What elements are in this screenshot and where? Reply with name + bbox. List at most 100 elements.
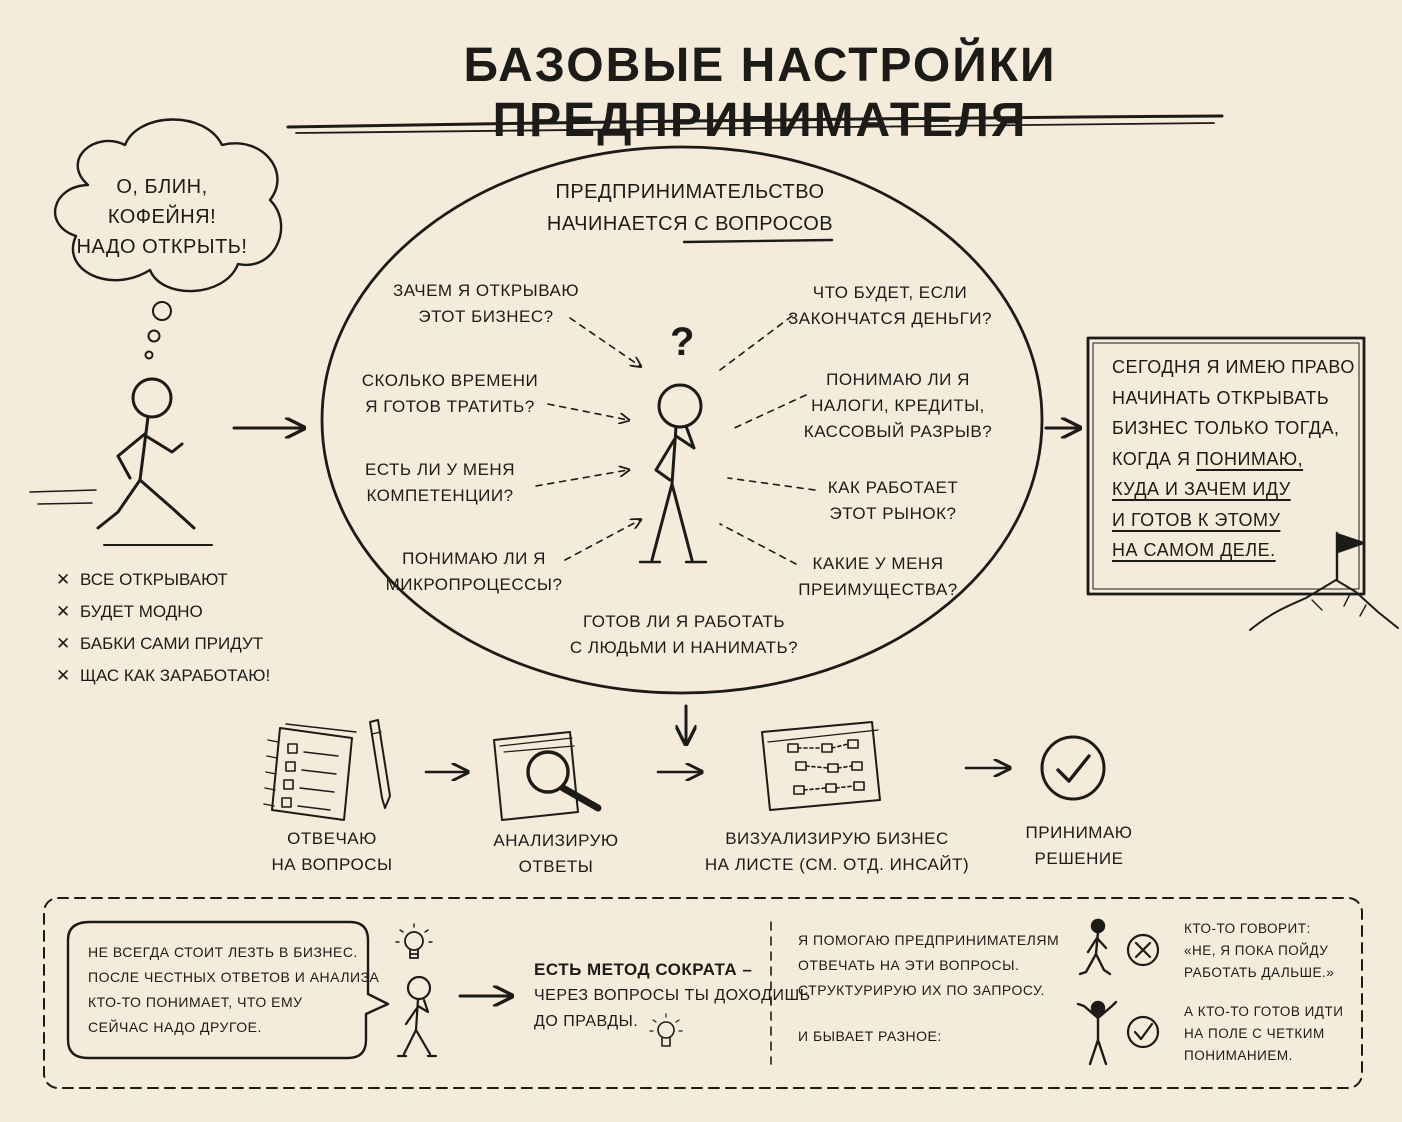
cross-icon: ✕ xyxy=(56,634,71,653)
cross-icon: ✕ xyxy=(56,666,71,685)
conclusion-line: И ГОТОВ К ЭТОМУ xyxy=(1112,505,1372,536)
question-line: ПРЕИМУЩЕСТВА? xyxy=(798,580,958,599)
cross-icon: ✕ xyxy=(56,570,71,589)
question-line: КАКИЕ У МЕНЯ xyxy=(812,554,944,573)
question-advantages: КАКИЕ У МЕНЯ ПРЕИМУЩЕСТВА? xyxy=(778,551,978,603)
conclusion-line: КУДА И ЗАЧЕМ ИДУ xyxy=(1112,474,1372,505)
questions-title-line2: НАЧИНАЕТСЯ С ВОПРОСОВ xyxy=(520,208,860,240)
questions-title-line1: ПРЕДПРИНИМАТЕЛЬСТВО xyxy=(555,181,825,203)
questions-title-word: НАЧИНАЕТСЯ xyxy=(546,213,689,235)
step-analyze-answers: АНАЛИЗИРУЮ ОТВЕТЫ xyxy=(474,828,638,880)
question-line: НАЛОГИ, КРЕДИТЫ, xyxy=(811,396,985,415)
walking-away-man xyxy=(1078,918,1112,976)
conclusion-plain: КОГДА Я xyxy=(1112,448,1197,469)
speech-line: НЕ ВСЕГДА СТОИТ ЛЕЗТЬ В БИЗНЕС. xyxy=(88,944,358,960)
speech-line: ПОСЛЕ ЧЕСТНЫХ ОТВЕТОВ И АНАЛИЗА xyxy=(88,969,380,985)
decision-check-icon xyxy=(1040,735,1106,801)
thought-line: О, БЛИН, xyxy=(116,176,208,198)
step-line: ВИЗУАЛИЗИРУЮ БИЗНЕС xyxy=(725,829,949,848)
speech-line: СЕЙЧАС НАДО ДРУГОЕ. xyxy=(88,1019,262,1035)
question-rays xyxy=(535,315,816,565)
check-circle-icon xyxy=(1126,1015,1160,1049)
running-man xyxy=(29,377,213,546)
outcome-line: А КТО-ТО ГОТОВ ИДТИ xyxy=(1184,1004,1344,1019)
step-line: РЕШЕНИЕ xyxy=(1034,849,1124,868)
thought-bubble-text: О, БЛИН, КОФЕЙНЯ! НАДО ОТКРЫТЬ! xyxy=(62,172,262,262)
step-line: ОТВЕТЫ xyxy=(518,857,594,876)
question-line: СКОЛЬКО ВРЕМЕНИ xyxy=(361,371,539,390)
step-visualize-business: ВИЗУАЛИЗИРУЮ БИЗНЕС НА ЛИСТЕ (СМ. ОТД. И… xyxy=(692,826,982,878)
thought-bubbles xyxy=(144,301,172,360)
step-answer-questions: ОТВЕЧАЮ НА ВОПРОСЫ xyxy=(252,826,412,878)
question-line: ЭТОТ РЫНОК? xyxy=(829,504,957,523)
socrat-line: ЧЕРЕЗ ВОПРОСЫ ТЫ ДОХОДИШЬ xyxy=(534,987,811,1004)
question-line: ГОТОВ ЛИ Я РАБОТАТЬ xyxy=(582,612,786,631)
myth-item: ✕ ЩАС КАК ЗАРАБОТАЮ! xyxy=(56,666,270,686)
myth-item: ✕ БАБКИ САМИ ПРИДУТ xyxy=(56,634,263,654)
center-title-underline xyxy=(682,238,834,244)
checklist-icon xyxy=(263,719,391,821)
question-people: ГОТОВ ЛИ Я РАБОТАТЬ С ЛЮДЬМИ И НАНИМАТЬ? xyxy=(548,609,820,661)
myth-item: ✕ВСЕ ОТКРЫВАЮТ xyxy=(56,570,228,590)
question-line: ПОНИМАЮ ЛИ Я xyxy=(402,549,546,568)
outcome-line: «НЕ, Я ПОКА ПОЙДУ xyxy=(1184,943,1329,958)
business-scheme-icon xyxy=(761,721,881,811)
step-line: ОТВЕЧАЮ xyxy=(287,829,377,848)
socrat-line: ЕСТЬ МЕТОД СОКРАТА – xyxy=(534,960,753,979)
speech-line: КТО-ТО ПОНИМАЕТ, ЧТО ЕМУ xyxy=(88,994,303,1010)
speech-bubble-text: НЕ ВСЕГДА СТОИТ ЛЕЗТЬ В БИЗНЕС. ПОСЛЕ ЧЕ… xyxy=(88,940,380,1040)
question-line: ЭТОТ БИЗНЕС? xyxy=(418,307,554,326)
outcome-line: КТО-ТО ГОВОРИТ: xyxy=(1184,921,1311,936)
cross-circle-icon xyxy=(1126,933,1160,967)
outcome-line: НА ПОЛЕ С ЧЕТКИМ xyxy=(1184,1026,1325,1041)
question-line: ЗАЧЕМ Я ОТКРЫВАЮ xyxy=(392,281,580,300)
myth-text: БАБКИ САМИ ПРИДУТ xyxy=(80,634,264,653)
socrat-line: ДО ПРАВДЫ. xyxy=(534,1013,639,1030)
speech-bubble xyxy=(66,920,390,1060)
cheering-man xyxy=(1076,1000,1118,1066)
question-line: ЗАКОНЧАТСЯ ДЕНЬГИ? xyxy=(788,309,992,328)
question-why-business: ЗАЧЕМ Я ОТКРЫВАЮ ЭТОТ БИЗНЕС? xyxy=(370,278,602,330)
step-line: НА ВОПРОСЫ xyxy=(271,855,393,874)
myth-text: БУДЕТ МОДНО xyxy=(80,602,203,621)
step-make-decision: ПРИНИМАЮ РЕШЕНИЕ xyxy=(1004,820,1154,872)
question-line: МИКРОПРОЦЕССЫ? xyxy=(385,575,563,594)
step-line: ПРИНИМАЮ xyxy=(1025,823,1133,842)
conclusion-line: КОГДА Я ПОНИМАЮ, xyxy=(1112,444,1372,475)
step-line: НА ЛИСТЕ (СМ. ОТД. ИНСАЙТ) xyxy=(704,855,970,874)
mountain-flag-icon xyxy=(1249,531,1399,631)
help-line: ОТВЕЧАТЬ НА ЭТИ ВОПРОСЫ. xyxy=(798,957,1020,973)
conclusion-line: БИЗНЕС ТОЛЬКО ТОГДА, xyxy=(1112,418,1340,438)
lightbulb-small-icon xyxy=(649,1013,683,1047)
conclusion-emphasis: НА САМОМ ДЕЛЕ. xyxy=(1112,540,1276,560)
idea-man xyxy=(396,975,438,1058)
conclusion-box xyxy=(1086,336,1366,596)
help-line: СТРУКТУРИРУЮ ИХ ПО ЗАПРОСУ. xyxy=(798,982,1045,998)
conclusion-line: НАЧИНАТЬ ОТКРЫВАТЬ xyxy=(1112,387,1330,408)
myth-text: ЩАС КАК ЗАРАБОТАЮ! xyxy=(80,666,271,685)
outcome-decline: КТО-ТО ГОВОРИТ: «НЕ, Я ПОКА ПОЙДУ РАБОТА… xyxy=(1184,918,1360,984)
conclusion-line: НА САМОМ ДЕЛЕ. xyxy=(1112,535,1372,566)
thinking-man xyxy=(638,383,708,564)
question-taxes: ПОНИМАЮ ЛИ Я НАЛОГИ, КРЕДИТЫ, КАССОВЫЙ Р… xyxy=(792,367,1004,445)
help-text: Я ПОМОГАЮ ПРЕДПРИНИМАТЕЛЯМ ОТВЕЧАТЬ НА Э… xyxy=(798,928,1068,1003)
questions-title: ПРЕДПРИНИМАТЕЛЬСТВО НАЧИНАЕТСЯ С ВОПРОСО… xyxy=(520,176,860,240)
varied-outcomes-label: И БЫВАЕТ РАЗНОЕ: xyxy=(798,1028,942,1044)
question-competence: ЕСТЬ ЛИ У МЕНЯ КОМПЕТЕНЦИИ? xyxy=(330,457,550,509)
step-line: АНАЛИЗИРУЮ xyxy=(493,831,619,850)
conclusion-emphasis: И ГОТОВ К ЭТОМУ xyxy=(1112,509,1281,530)
magnifier-icon xyxy=(493,731,602,821)
lightbulb-icon xyxy=(395,923,433,959)
questions-ellipse xyxy=(320,145,1044,695)
myth-item: ✕БУДЕТ МОДНО xyxy=(56,602,203,622)
question-mark: ? xyxy=(670,320,695,364)
question-market: КАК РАБОТАЕТ ЭТОТ РЫНОК? xyxy=(796,475,990,527)
question-line: С ЛЮДЬМИ И НАНИМАТЬ? xyxy=(569,638,799,657)
question-money: ЧТО БУДЕТ, ЕСЛИ ЗАКОНЧАТСЯ ДЕНЬГИ? xyxy=(780,280,1000,332)
question-line: КАССОВЫЙ РАЗРЫВ? xyxy=(803,422,993,441)
conclusion-emphasis: ПОНИМАЮ, xyxy=(1196,448,1304,469)
thought-cloud xyxy=(54,118,283,293)
question-line: ЕСТЬ ЛИ У МЕНЯ xyxy=(365,460,515,479)
